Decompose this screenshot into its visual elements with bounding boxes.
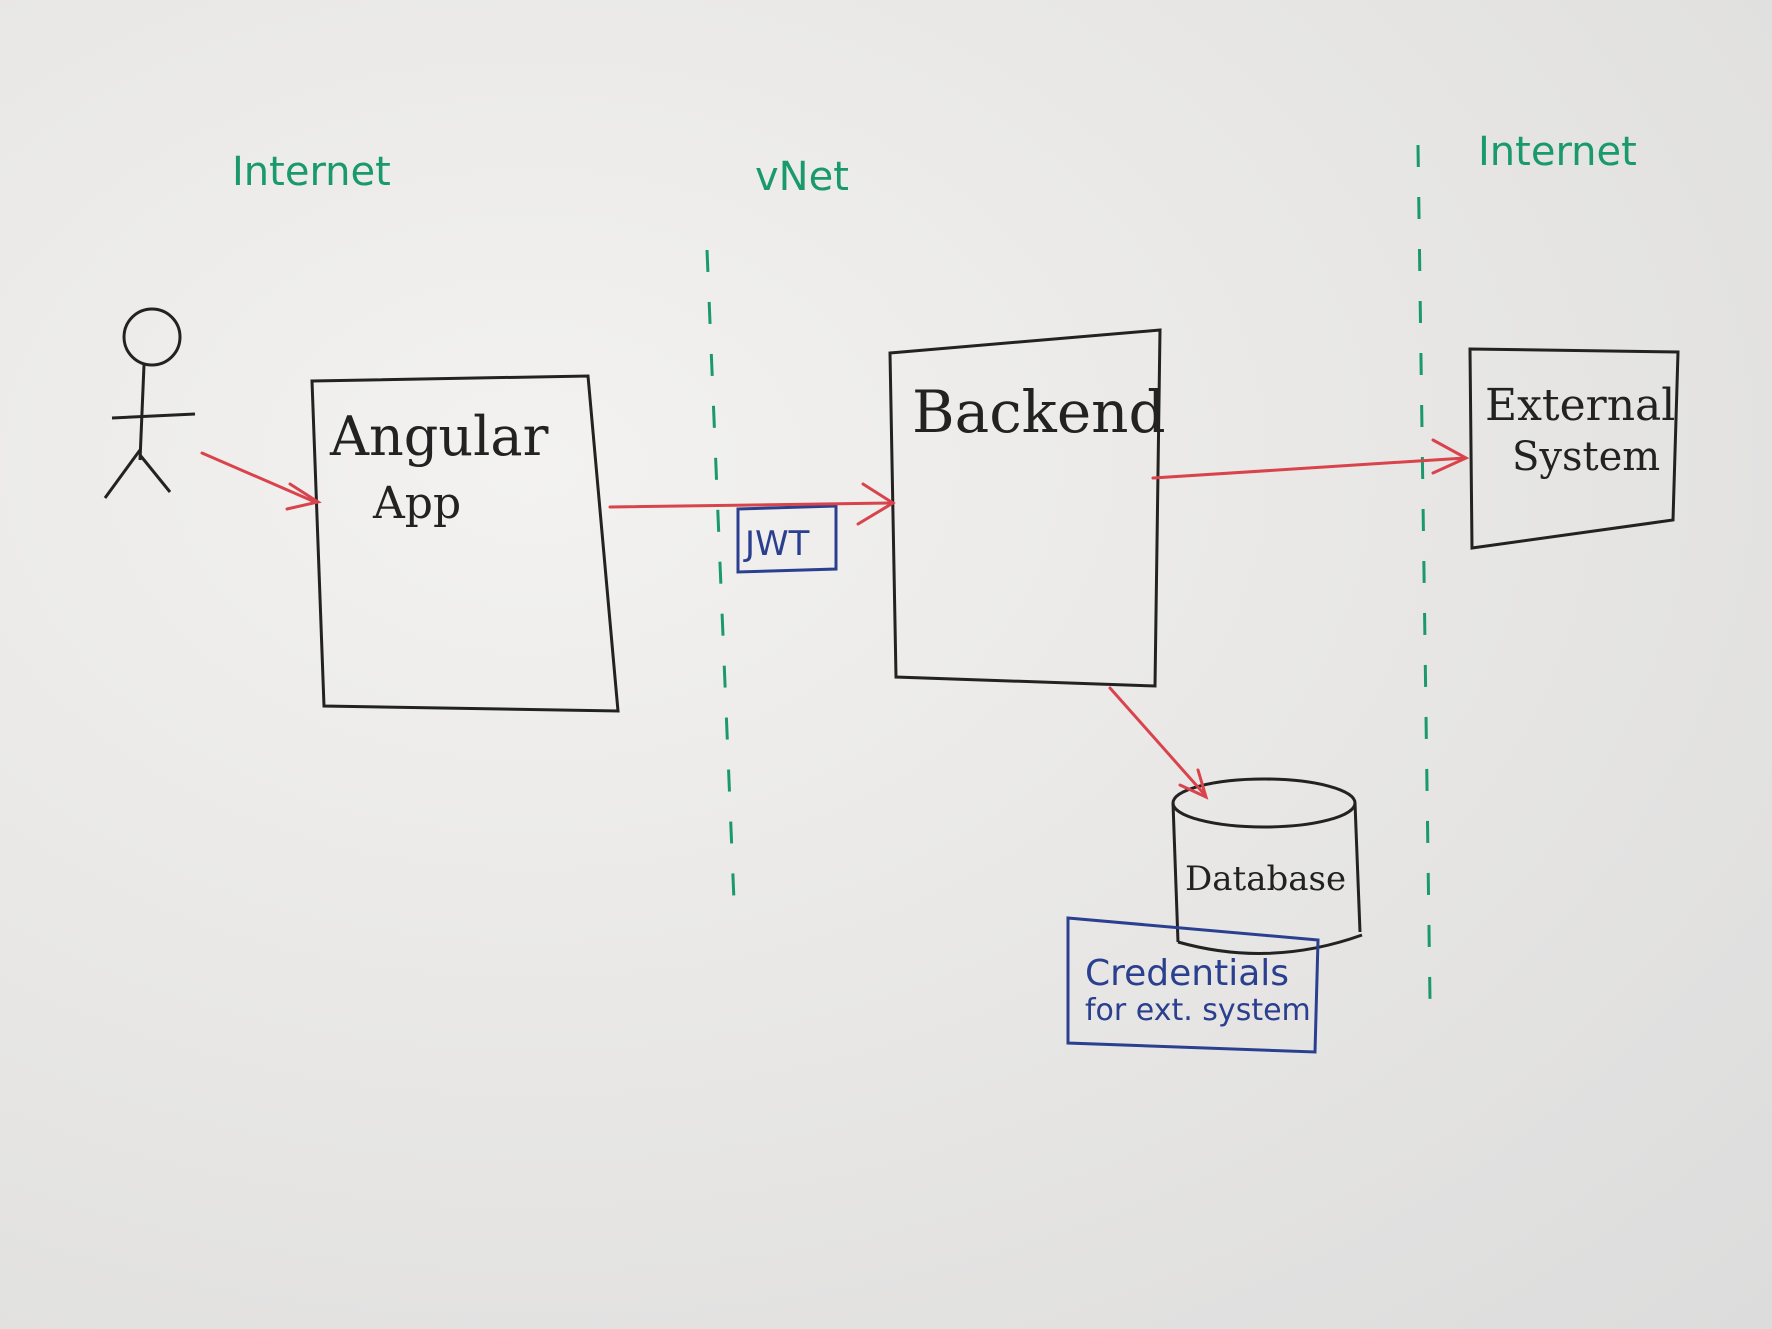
user-figure-icon (103, 307, 196, 499)
zone-label-vnet: vNet (755, 154, 849, 200)
angular-app-label-line1: Angular (329, 405, 549, 468)
jwt-label: JWT (743, 524, 810, 564)
backend-label: Backend (912, 378, 1166, 446)
arrow-backend-to-external (1151, 438, 1470, 480)
credentials-label-line2: for ext. system (1085, 993, 1311, 1028)
database-label: Database (1185, 859, 1346, 899)
jwt-tag: JWT (736, 504, 838, 574)
angular-app-label-line2: App (372, 478, 461, 529)
zone-label-internet-right: Internet (1478, 129, 1637, 175)
credentials-label-line1: Credentials (1085, 953, 1289, 994)
database-cylinder: Database (1171, 777, 1363, 955)
zone-label-internet-left: Internet (232, 149, 391, 195)
divider-internet-vnet (705, 249, 737, 926)
external-system-box: External System (1468, 347, 1680, 550)
external-system-label-line1: External (1485, 380, 1675, 431)
angular-app-box: Angular App (310, 374, 620, 713)
arrow-user-to-angular (200, 451, 322, 511)
backend-box: Backend (888, 328, 1166, 688)
arrow-backend-to-database (1108, 686, 1209, 800)
credentials-note: Credentials for ext. system (1066, 916, 1320, 1054)
arrow-angular-to-backend (608, 482, 896, 526)
divider-vnet-internet (1416, 144, 1432, 1001)
external-system-label-line2: System (1512, 434, 1660, 480)
